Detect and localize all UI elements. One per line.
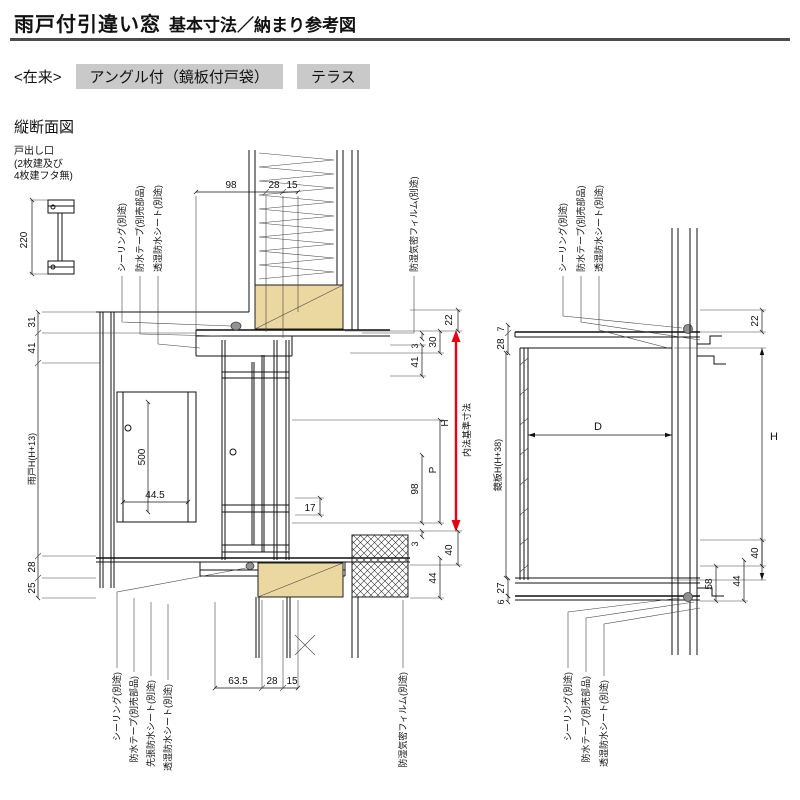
label-r-sealing-bottom: シーリング(別途) <box>562 672 573 741</box>
label-pre-waterproof-sheet-bottom: 先張防水シート(別途) <box>145 680 156 767</box>
label-waterproof-tape-bottom: 防水テープ(別売部品) <box>128 676 139 762</box>
dim-r-right-40: 40 <box>750 547 761 559</box>
dim-r-right-22: 22 <box>750 315 761 327</box>
section-title: 縦断面図 <box>14 119 75 136</box>
sealing-bead-right-top <box>683 324 693 334</box>
dim-bottom-63-5: 63.5 <box>228 676 248 687</box>
label-r-waterproof-tape-bottom: 防水テープ(別売部品) <box>580 676 591 762</box>
header-divider <box>10 38 790 41</box>
dim-left-41: 41 <box>27 342 38 354</box>
dim-bottom-28: 28 <box>266 676 278 687</box>
dim-r-left-6: 6 <box>496 599 506 604</box>
label-breathable-sheet-top: 透湿防水シート(別途) <box>152 185 163 272</box>
dim-right-30: 30 <box>428 336 439 348</box>
left-view-dimensions: 98 28 15 31 41 雨戸H(H+13) 28 25 500 44.5 <box>27 180 472 692</box>
tag-construction-type: <在来> <box>14 69 62 86</box>
label-vapor-film-top: 防湿気密フィルム(別途) <box>408 176 419 272</box>
tag-series: テラス <box>296 64 370 89</box>
dim-r-right-58: 58 <box>704 578 715 590</box>
label-breathable-sheet-bottom: 透湿防水シート(別途) <box>162 684 173 771</box>
dim-inner-500: 500 <box>137 448 148 465</box>
dim-right-98: 98 <box>410 483 421 495</box>
dim-top-98: 98 <box>225 180 237 191</box>
label-vapor-film-bottom: 防湿気密フィルム(別途) <box>397 672 408 768</box>
dim-right-40: 40 <box>444 544 455 556</box>
shutter-box <box>116 391 197 523</box>
label-r-breathable-sheet-bottom: 透湿防水シート(別途) <box>598 680 609 767</box>
dim-bottom-15: 15 <box>286 676 298 687</box>
sealing-bead-bottom <box>245 562 255 570</box>
dim-r-width-D: D <box>594 421 602 433</box>
dim-r-left-7: 7 <box>496 326 506 331</box>
page-subtitle: 基本寸法／納まり参考図 <box>169 16 356 35</box>
dim-left-31: 31 <box>27 316 38 328</box>
dim-inner-44-5: 44.5 <box>145 490 165 501</box>
left-view-annotations: シーリング(別途) 防水テープ(別売部品) 透湿防水シート(別途) 防湿気密フィ… <box>111 176 419 771</box>
dim-r-left-panel-height: 鏡板H(H+38) <box>492 439 503 491</box>
insulation-symbol <box>258 152 335 280</box>
dim-inner-17: 17 <box>304 503 316 514</box>
page-header: 雨戸付引違い窓基本寸法／納まり参考図 <box>14 8 356 37</box>
dim-right-3b: 3 <box>410 541 420 546</box>
label-waterproof-tape-top: 防水テープ(別売部品) <box>134 186 145 272</box>
right-view-linework <box>514 228 726 655</box>
dim-r-left-28: 28 <box>496 338 507 350</box>
door-outlet-dim-label: 220 <box>19 231 30 248</box>
dim-right-naiho-note: 内法基準寸法 <box>461 403 472 457</box>
tag-product-type: アングル付（鏡板付戸袋） <box>75 64 283 89</box>
right-view-dimensions: 7 28 鏡板H(H+38) 27 6 22 H D 40 44 <box>492 307 778 605</box>
page-title: 雨戸付引違い窓 <box>14 14 161 36</box>
dim-right-P: P <box>428 466 439 473</box>
dim-r-left-27: 27 <box>496 582 507 594</box>
masonry-hatch-block <box>351 534 409 598</box>
label-r-breathable-sheet-top: 透湿防水シート(別途) <box>593 185 604 272</box>
sealing-bead-right-bottom <box>683 592 693 602</box>
dim-left-25: 25 <box>27 582 38 594</box>
dim-right-44: 44 <box>428 572 439 584</box>
dim-r-right-44: 44 <box>732 575 743 587</box>
dim-r-right-H: H <box>770 431 778 443</box>
right-view-annotations: シーリング(別途) 防水テープ(別売部品) 透湿防水シート(別途) シーリング(… <box>557 185 701 767</box>
label-r-sealing-top: シーリング(別途) <box>557 203 568 272</box>
dim-right-3a: 3 <box>410 343 420 348</box>
label-sealing-bottom: シーリング(別途) <box>111 672 122 741</box>
door-outlet-detail: 220 <box>19 197 75 277</box>
label-sealing-top: シーリング(別途) <box>116 203 127 272</box>
dim-top-15: 15 <box>286 180 298 191</box>
spec-tags: <在来> アングル付（鏡板付戸袋） テラス <box>14 64 370 89</box>
dim-left-28: 28 <box>27 561 38 573</box>
dim-top-28: 28 <box>268 180 280 191</box>
dim-left-shutter-height: 雨戸H(H+13) <box>27 433 37 485</box>
dim-right-22: 22 <box>444 314 455 326</box>
label-r-waterproof-tape-top: 防水テープ(別売部品) <box>575 186 586 272</box>
door-outlet-note: 戸出し口 (2枚建及び 4枚建フタ無) <box>14 146 73 182</box>
height-dimension-red <box>451 330 461 532</box>
sealing-bead-top <box>230 321 242 331</box>
dim-right-41: 41 <box>410 356 421 368</box>
dim-right-H: H <box>440 419 451 426</box>
